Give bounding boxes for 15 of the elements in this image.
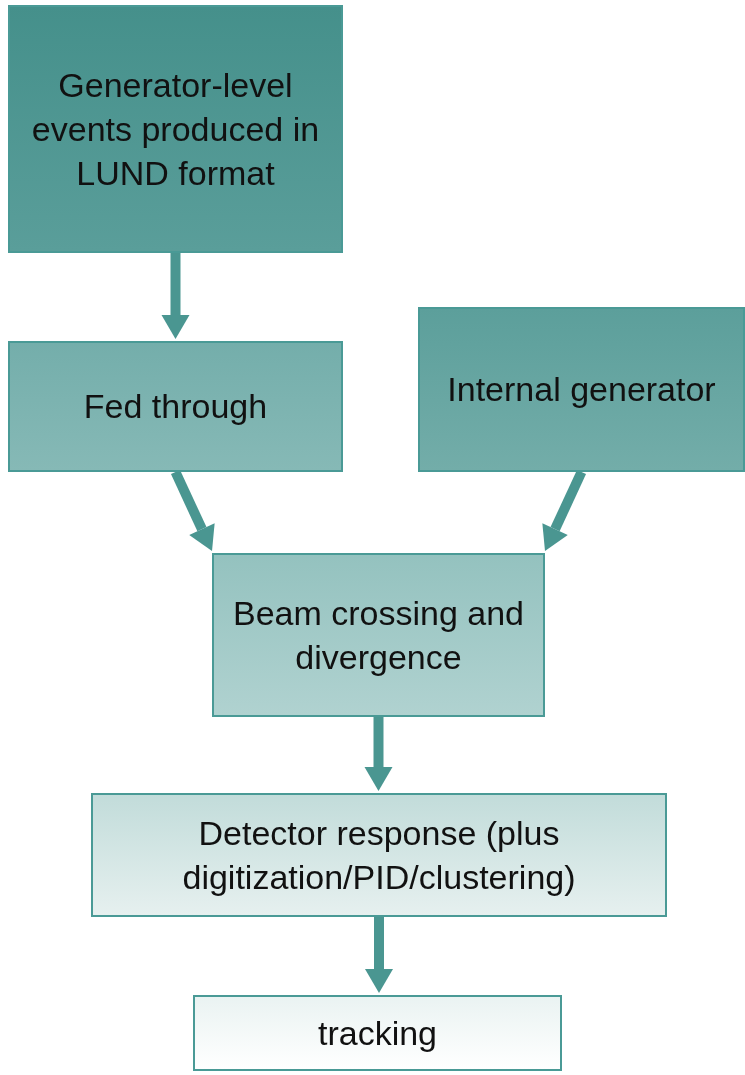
arrow	[365, 917, 393, 993]
arrow	[161, 253, 190, 339]
box-label: Detector response (plus digitization/PID/clustering)	[181, 812, 577, 898]
process-box	[8, 341, 343, 472]
box-label: Generator-level events produced in LUND format	[30, 64, 321, 195]
process-box	[91, 793, 667, 917]
process-box	[8, 5, 343, 253]
arrow	[364, 717, 393, 791]
box-label: Fed through	[83, 386, 268, 428]
process-box	[212, 553, 545, 717]
box-label: Internal generator	[447, 369, 716, 411]
box-label: tracking	[317, 1012, 438, 1054]
process-box	[418, 307, 745, 472]
process-box	[193, 995, 562, 1071]
box-label: Beam crossing and divergence	[231, 592, 525, 678]
